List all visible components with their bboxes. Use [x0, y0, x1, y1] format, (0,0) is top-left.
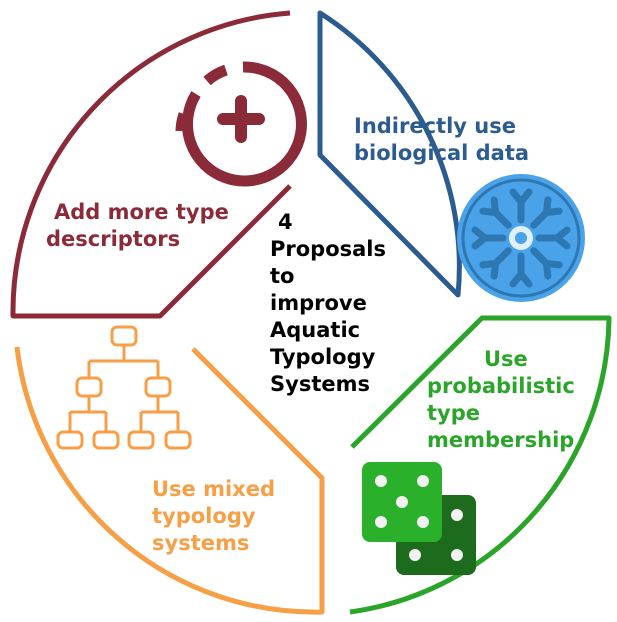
center-title-line: Aquatic — [270, 318, 360, 342]
center-title-line: Typology — [270, 345, 376, 369]
label-line: type — [427, 401, 480, 425]
center-title-line: Proposals — [270, 237, 386, 261]
center-title-line: Systems — [270, 372, 370, 396]
center-title-line: improve — [270, 291, 367, 315]
label-line: probabilistic — [427, 374, 575, 398]
label-line: systems — [152, 531, 249, 555]
dice-icon — [362, 462, 476, 575]
hierarchy-icon — [56, 325, 192, 450]
label-line: Add more type — [54, 200, 229, 224]
diatom-icon — [457, 174, 585, 302]
center-title-line: to — [270, 264, 294, 288]
plus-circle-icon — [175, 61, 307, 187]
label-add-more-type-descriptors: Add more type descriptors — [46, 200, 236, 251]
label-line: typology — [152, 504, 256, 528]
label-use-probabilistic-type-membership: Use probabilistic type membership — [427, 347, 582, 452]
label-use-mixed-typology-systems: Use mixed typology systems — [152, 477, 282, 555]
segment-bottom-left-outline — [14, 346, 325, 615]
center-title: 4 Proposals to improve Aquatic Typology … — [270, 210, 393, 396]
label-line: descriptors — [46, 227, 180, 251]
label-line: membership — [427, 428, 574, 452]
segment-bottom-right-outline — [349, 315, 612, 615]
segment-top-right-outline — [317, 10, 462, 298]
label-line: biological data — [354, 141, 529, 165]
label-line: Indirectly use — [354, 114, 516, 138]
label-line: Use mixed — [152, 477, 275, 501]
label-line: Use — [484, 347, 528, 371]
segment-top-left-outline — [10, 10, 292, 319]
center-title-line: 4 — [278, 210, 293, 234]
label-indirectly-use-biological-data: Indirectly use biological data — [354, 114, 529, 165]
